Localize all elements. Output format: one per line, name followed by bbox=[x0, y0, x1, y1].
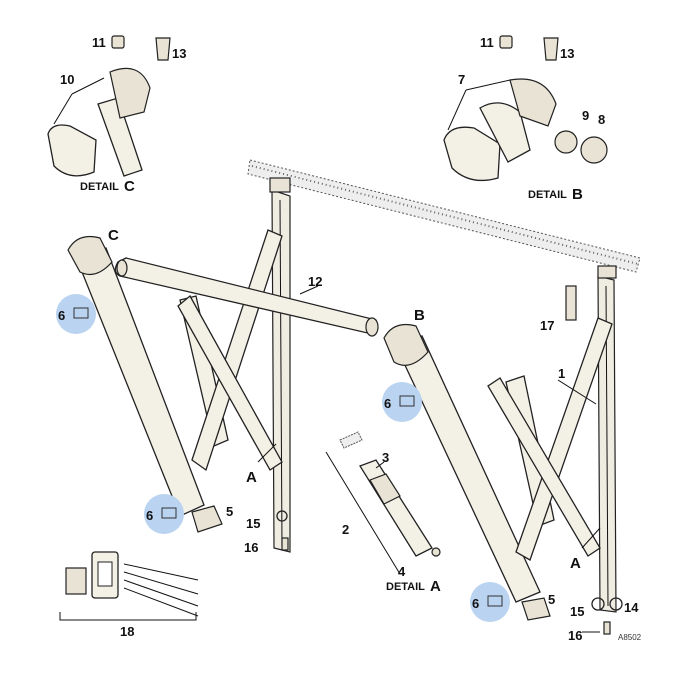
motor-gear-icon bbox=[56, 294, 96, 334]
callout-3: 3 bbox=[382, 450, 389, 465]
callout-6: 6 bbox=[472, 596, 479, 611]
detail-a-prefix: DETAIL bbox=[386, 581, 425, 593]
callout-6: 6 bbox=[58, 308, 65, 323]
part-6-badges bbox=[56, 294, 510, 622]
callout-1: 1 bbox=[558, 366, 565, 381]
detail-b-illustration bbox=[443, 35, 608, 182]
callout-10: 10 bbox=[60, 72, 74, 87]
figure-reference: A8502 bbox=[618, 633, 642, 642]
callout-2: 2 bbox=[342, 522, 349, 537]
callout-17: 17 bbox=[540, 318, 554, 333]
callout-11: 11 bbox=[92, 35, 106, 50]
callout-16: 16 bbox=[244, 540, 258, 555]
detail-a-bracket bbox=[325, 431, 441, 575]
callout-6: 6 bbox=[146, 508, 153, 523]
motor-gear-icon bbox=[382, 382, 422, 422]
callout-9: 9 bbox=[582, 108, 589, 123]
detail-c-letter: C bbox=[124, 178, 135, 195]
callout-16: 16 bbox=[568, 628, 582, 643]
callout-18: 18 bbox=[120, 624, 134, 639]
callout-5: 5 bbox=[226, 504, 233, 519]
callout-11: 11 bbox=[480, 35, 494, 50]
detail-a-letter: A bbox=[430, 578, 441, 595]
point-c-label: C bbox=[108, 227, 119, 244]
callout-5: 5 bbox=[548, 592, 555, 607]
motor-gear-icon bbox=[144, 494, 184, 534]
callout-13: 13 bbox=[560, 46, 574, 61]
point-b-label: B bbox=[414, 307, 425, 324]
roller-tube bbox=[114, 257, 379, 337]
detail-b-letter: B bbox=[572, 186, 583, 203]
callout-15: 15 bbox=[246, 516, 260, 531]
callout-13: 13 bbox=[172, 46, 186, 61]
right-arm-assembly bbox=[383, 265, 617, 621]
callout-14: 14 bbox=[624, 600, 639, 615]
left-arm-assembly bbox=[67, 177, 291, 553]
small-hardware bbox=[276, 510, 623, 635]
detail-b-prefix: DETAIL bbox=[528, 189, 567, 201]
switch-kit bbox=[59, 551, 199, 621]
callout-7: 7 bbox=[458, 72, 465, 87]
detail-c-prefix: DETAIL bbox=[80, 181, 119, 193]
motor-gear-icon bbox=[470, 582, 510, 622]
callout-15: 15 bbox=[570, 604, 584, 619]
detail-c-illustration bbox=[47, 35, 171, 177]
callout-12: 12 bbox=[308, 274, 322, 289]
point-a-label: A bbox=[246, 469, 257, 486]
callout-8: 8 bbox=[598, 112, 605, 127]
callout-6: 6 bbox=[384, 396, 391, 411]
awning-rail-strip bbox=[247, 159, 641, 273]
callout-4: 4 bbox=[398, 564, 406, 579]
point-a-label: A bbox=[570, 555, 581, 572]
